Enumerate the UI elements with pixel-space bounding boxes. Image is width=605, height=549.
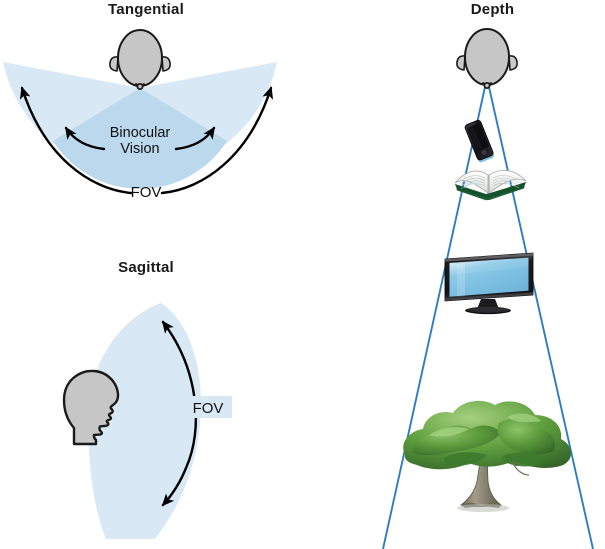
fov-outer-region xyxy=(3,62,277,174)
binocular-arc-left xyxy=(64,126,106,151)
binocular-arc-right xyxy=(174,126,216,151)
tree-icon xyxy=(403,400,572,512)
binocular-label-line2: Vision xyxy=(120,141,159,157)
fov-label-backdrop-sagittal xyxy=(186,396,232,418)
sightline-left xyxy=(382,86,486,549)
smartphone-icon xyxy=(464,119,495,163)
fov-binocular-region xyxy=(53,88,227,189)
television-icon xyxy=(444,252,534,315)
fov-arc-left xyxy=(19,86,133,195)
open-book-icon xyxy=(454,170,527,201)
head-top-view-icon xyxy=(109,29,171,91)
fov-arc-right xyxy=(160,86,274,195)
fov-arc-sagittal xyxy=(161,320,198,507)
fov-region-sagittal xyxy=(88,303,201,539)
panel-sagittal: FOV xyxy=(62,303,232,539)
panel-title-sagittal: Sagittal xyxy=(118,259,174,276)
fov-label-tangential: FOV xyxy=(131,184,162,201)
panel-tangential: FOV Binocular Vision xyxy=(3,29,277,201)
panel-depth xyxy=(382,28,594,549)
head-profile-icon xyxy=(62,369,120,446)
binocular-label-line1: Binocular xyxy=(110,125,171,141)
sightline-right xyxy=(488,86,594,549)
panel-title-depth: Depth xyxy=(470,1,515,18)
fov-label-sagittal: FOV xyxy=(193,400,224,417)
panel-title-tangential: Tangential xyxy=(108,1,184,18)
head-top-view-icon-depth xyxy=(456,28,518,90)
